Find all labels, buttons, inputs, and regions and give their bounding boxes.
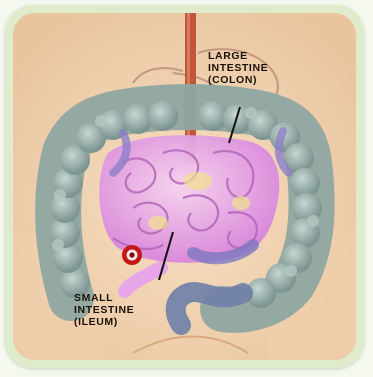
small-intestine-label-line-3: (ILEUM) [74,316,134,328]
large-intestine-label-line-2: INTESTINE [208,62,268,74]
large-intestine-label-line-3: (COLON) [208,74,268,86]
small-intestine-label-line-2: INTESTINE [74,304,134,316]
small-intestine-label-line-1: SMALL [74,292,134,304]
ileum-marker [122,245,142,265]
anatomy-illustration [13,13,356,360]
large-intestine-label: LARGE INTESTINE (COLON) [208,50,268,86]
small-intestine-label: SMALL INTESTINE (ILEUM) [74,292,134,328]
large-intestine-label-line-1: LARGE [208,50,268,62]
anatomy-figure: LARGE INTESTINE (COLON) SMALL INTESTINE … [13,13,356,360]
